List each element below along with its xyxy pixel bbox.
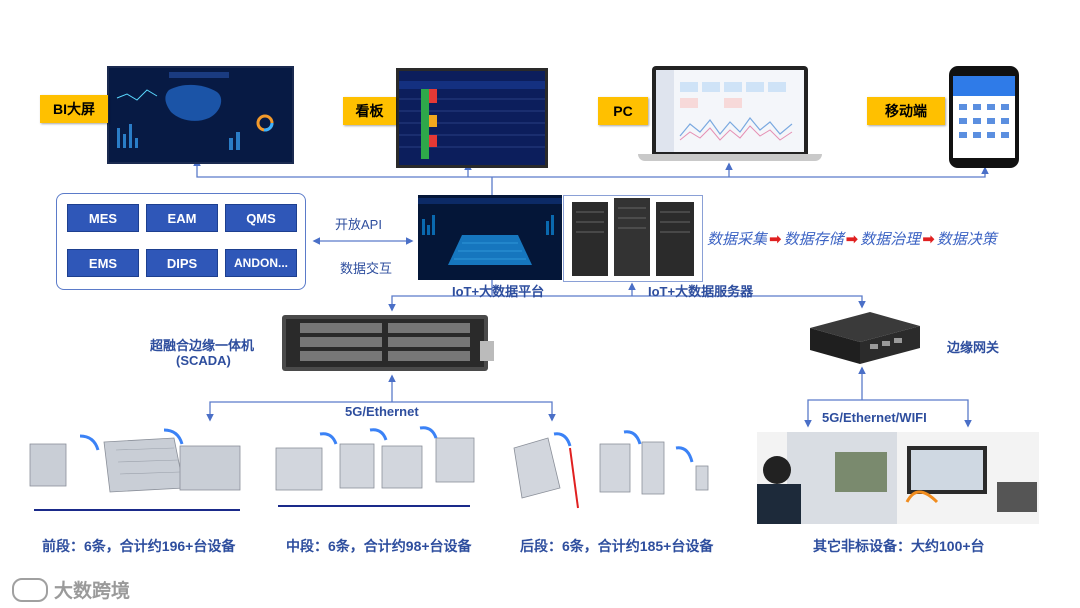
rack-server-graphic <box>280 311 498 375</box>
flow-step-govern: 数据治理 <box>860 231 920 248</box>
back-line-graphic <box>508 428 718 520</box>
middle-segment-equipment-image <box>270 426 480 520</box>
mobile-app-graphic <box>949 66 1019 168</box>
kanban-tag: 看板 <box>343 97 396 125</box>
mobile-phone-image <box>949 66 1019 168</box>
platform-dashboard-graphic <box>418 195 562 280</box>
middle-line-graphic <box>270 426 480 520</box>
mobile-tag: 移动端 <box>867 97 945 125</box>
pc-dashboard-graphic <box>652 66 808 154</box>
flow-step-store: 数据存储 <box>784 231 844 248</box>
gateway-box-graphic <box>800 308 924 368</box>
system-mes[interactable]: MES <box>67 204 139 232</box>
edge-gateway-label: 边缘网关 <box>947 337 999 356</box>
other-devices-graphic <box>757 432 1039 524</box>
system-dips[interactable]: DIPS <box>146 249 218 277</box>
network-left-label: 5G/Ethernet <box>345 404 419 419</box>
flow-step-collect: 数据采集 <box>707 231 767 248</box>
watermark-logo-icon <box>12 578 48 602</box>
network-right-label: 5G/Ethernet/WIFI <box>822 410 927 425</box>
flow-step-decide: 数据决策 <box>937 231 997 248</box>
front-segment-equipment-image <box>24 428 244 520</box>
system-eam[interactable]: EAM <box>146 204 218 232</box>
arrow-right-icon: ➡ <box>846 231 859 248</box>
back-segment-label: 后段：6条，合计约185+台设备 <box>520 536 713 556</box>
arrow-right-icon: ➡ <box>769 231 782 248</box>
business-systems-box: MES EAM QMS EMS DIPS ANDON... <box>56 193 306 290</box>
iot-server-image <box>563 195 703 282</box>
server-racks-graphic <box>564 196 702 281</box>
scada-appliance-image <box>280 311 498 375</box>
laptop-base <box>638 154 822 161</box>
pc-laptop-image <box>652 66 808 154</box>
scada-label-line1: 超融合边缘一体机 <box>150 335 254 354</box>
kanban-table-graphic <box>399 71 545 165</box>
iot-platform-label: IoT+大数据平台 <box>452 281 544 300</box>
other-equipment-image <box>757 432 1039 524</box>
system-andon[interactable]: ANDON... <box>225 249 297 277</box>
system-ems[interactable]: EMS <box>67 249 139 277</box>
data-flow-chain: 数据采集➡数据存储➡数据治理➡数据决策 <box>707 228 997 249</box>
front-segment-label: 前段：6条，合计约196+台设备 <box>42 536 235 556</box>
watermark-text: 大数跨境 <box>54 581 130 602</box>
middle-segment-label: 中段：6条，合计约98+台设备 <box>286 536 472 556</box>
open-api-label: 开放API <box>335 214 382 233</box>
pc-tag: PC <box>598 97 648 125</box>
iot-server-label: IoT+大数据服务器 <box>648 281 753 300</box>
data-exchange-label: 数据交互 <box>340 258 392 277</box>
back-segment-equipment-image <box>508 428 718 520</box>
scada-label-line2: (SCADA) <box>176 353 231 368</box>
bi-screen-image <box>107 66 294 164</box>
iot-platform-image <box>418 195 562 280</box>
kanban-board-image <box>396 68 548 168</box>
watermark: 大数跨境 <box>12 576 130 603</box>
arrow-right-icon: ➡ <box>922 231 935 248</box>
bi-screen-tag: BI大屏 <box>40 95 108 123</box>
bi-dashboard-graphic <box>109 68 292 162</box>
front-line-graphic <box>24 428 244 520</box>
other-equipment-label: 其它非标设备：大约100+台 <box>813 536 985 556</box>
system-qms[interactable]: QMS <box>225 204 297 232</box>
edge-gateway-image <box>800 308 924 368</box>
